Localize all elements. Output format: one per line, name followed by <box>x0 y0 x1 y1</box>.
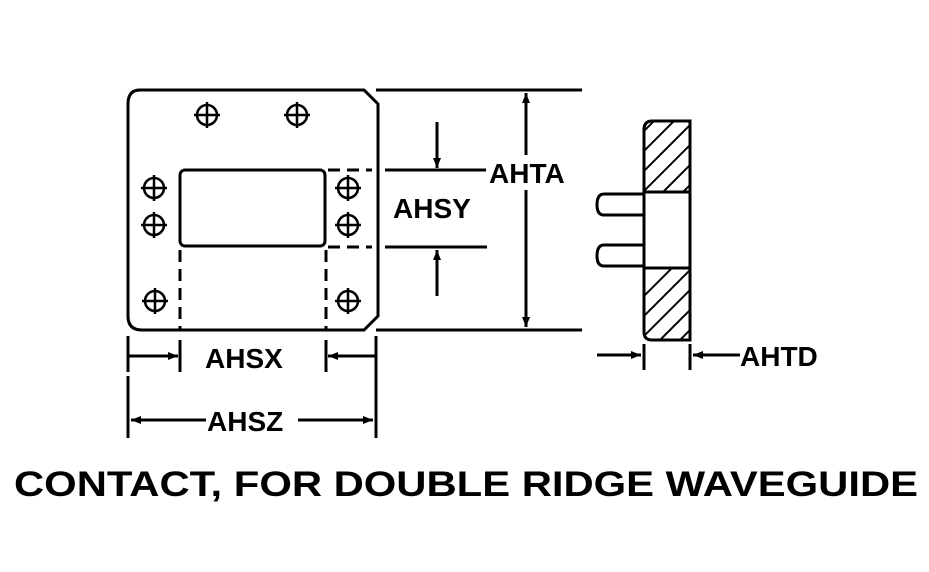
waveguide-opening <box>178 168 327 248</box>
screw-hole-icon <box>335 212 361 238</box>
label-ahsz: AHSZ <box>207 406 283 437</box>
screw-hole-icon <box>141 212 167 238</box>
screw-hole-icon <box>142 288 168 314</box>
label-ahsx: AHSX <box>205 343 283 374</box>
diagram-title: CONTACT, FOR DOUBLE RIDGE WAVEGUIDE <box>14 465 918 504</box>
screw-hole-icon <box>335 175 361 201</box>
dimension-ahta: AHTA <box>376 88 582 332</box>
screw-hole-icon <box>335 288 361 314</box>
label-ahta: AHTA <box>489 158 565 189</box>
screw-hole-icon <box>284 102 310 128</box>
side-outline <box>642 119 692 342</box>
contact-pin <box>595 192 644 217</box>
dimension-ahsx: AHSX <box>126 336 378 438</box>
front-view <box>126 88 380 332</box>
side-view <box>595 119 692 342</box>
screw-hole-icon <box>194 102 220 128</box>
dimension-ahsz: AHSZ <box>126 376 373 438</box>
flange-outline <box>126 88 380 332</box>
label-ahtd: AHTD <box>740 341 818 372</box>
dimension-ahtd: AHTD <box>597 341 818 372</box>
dimension-ahsy: AHSY <box>385 122 487 296</box>
label-ahsy: AHSY <box>393 193 471 224</box>
screw-hole-icon <box>141 175 167 201</box>
contact-pin <box>595 243 644 268</box>
